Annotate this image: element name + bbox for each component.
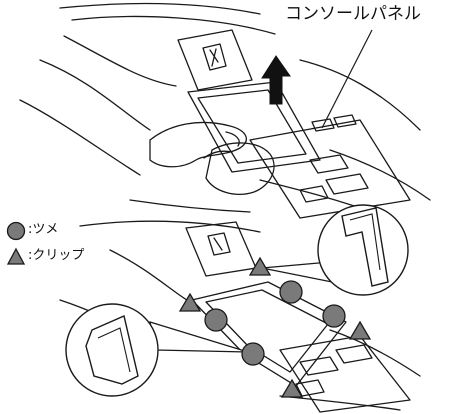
dashboard-contour xyxy=(279,395,401,411)
shifter-housing xyxy=(177,29,253,91)
hand-icon xyxy=(149,121,247,168)
top-illustration xyxy=(19,2,431,219)
console-switch xyxy=(333,114,357,128)
clip-shape xyxy=(85,315,139,385)
clip-markers xyxy=(178,256,372,398)
console-switch xyxy=(295,379,325,397)
clip-shape xyxy=(341,207,389,287)
console-switch xyxy=(309,154,349,174)
console-panel xyxy=(191,281,347,387)
circle-marker-icon xyxy=(6,221,26,241)
claw-markers xyxy=(204,280,346,366)
dashboard-contour xyxy=(129,199,251,213)
detail-callout-circle xyxy=(317,204,409,296)
console-panel-inner xyxy=(205,289,329,373)
finger-line xyxy=(203,131,240,159)
shift-gate-icon xyxy=(202,43,227,71)
circle-marker-icon xyxy=(322,304,346,328)
clip-detail-icon xyxy=(261,204,409,296)
hand-icon xyxy=(205,142,275,195)
shift-gate-icon xyxy=(207,232,231,256)
console-panel-inner xyxy=(197,89,307,164)
console-switch xyxy=(311,118,335,132)
circle-marker-icon xyxy=(204,308,228,332)
dashboard-contour xyxy=(63,35,177,87)
legend-label-clip: :クリップ xyxy=(28,248,85,263)
up-arrow-icon xyxy=(261,55,291,105)
dashboard-contour xyxy=(59,2,261,15)
console-switch xyxy=(299,356,339,376)
clip-detail-icon xyxy=(65,303,249,397)
circle-marker-icon xyxy=(241,342,265,366)
triangle-marker-icon xyxy=(280,378,304,398)
dashboard-contour xyxy=(329,329,421,377)
dashboard-contour xyxy=(329,149,431,201)
callout-leader-line xyxy=(321,29,373,129)
dashboard-contour xyxy=(39,59,151,131)
clip-shape xyxy=(97,327,131,373)
dashboard-contour xyxy=(299,59,421,131)
triangle-marker-icon xyxy=(248,256,272,276)
dashboard-contour xyxy=(19,99,141,176)
clip-shape xyxy=(349,213,381,271)
circle-marker-icon xyxy=(279,280,303,304)
legend-label-claw: :ツメ xyxy=(28,222,59,237)
console-switch xyxy=(325,173,369,195)
dashboard-contour xyxy=(71,15,276,35)
console-base xyxy=(279,335,411,413)
console-panel xyxy=(187,81,321,173)
triangle-marker-icon xyxy=(348,320,372,340)
detail-callout-circle xyxy=(65,303,159,397)
detail-callout-pointer xyxy=(149,321,249,353)
console-switch xyxy=(335,344,373,364)
triangle-marker-icon xyxy=(178,292,202,312)
console-switch xyxy=(299,185,329,203)
triangle-marker-icon xyxy=(6,247,26,265)
console-panel-label: コンソールパネル xyxy=(285,4,421,24)
dashboard-contour xyxy=(109,249,191,303)
